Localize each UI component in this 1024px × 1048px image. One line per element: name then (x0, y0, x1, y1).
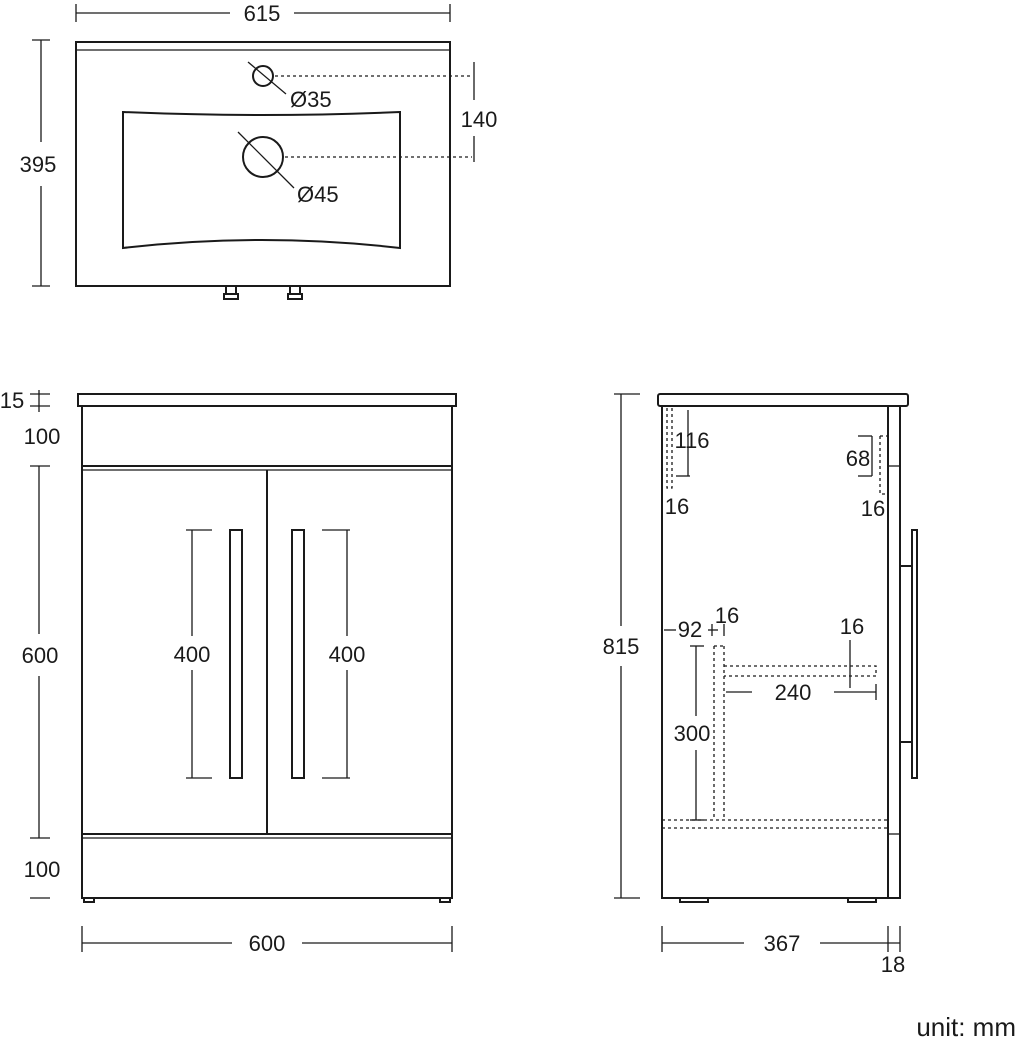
worktop-label: 15 (0, 388, 24, 413)
right-door-handle (291, 529, 305, 779)
unit-label: unit: mm (916, 1012, 1016, 1042)
cabinet-body (81, 405, 453, 899)
side-worktop (657, 393, 909, 407)
upright-offset-label: 92 (678, 617, 702, 642)
waste-hole (242, 136, 284, 178)
shelf-height-label: 300 (674, 721, 711, 746)
right-handle-label: 400 (329, 642, 366, 667)
hole-spacing-label: 140 (461, 107, 498, 132)
worktop (77, 393, 457, 407)
base-panel-hidden (662, 819, 888, 829)
back-rail-thickness-label: 16 (665, 494, 689, 519)
small-hole-leader (247, 61, 287, 95)
side-handle (911, 529, 918, 779)
side-view: 116 16 68 16 92 16 16 240 300 815 (603, 393, 918, 977)
side-door (887, 405, 901, 899)
shelf-hidden (724, 665, 877, 677)
waste-fitting-right-base (287, 293, 303, 300)
plinth-height-label: 100 (24, 857, 61, 882)
waste-fitting-left (225, 285, 237, 295)
basin-outline (75, 41, 451, 287)
side-foot-front (847, 897, 877, 903)
front-width-label: 600 (249, 931, 286, 956)
front-rail-hidden (879, 436, 888, 495)
front-rail-height-label: 68 (846, 446, 870, 471)
door-height-label: 600 (22, 643, 59, 668)
left-handle-label: 400 (174, 642, 211, 667)
large-hole-label: Ø45 (297, 182, 339, 207)
foot-left (83, 897, 95, 903)
back-rail-height-label: 116 (674, 428, 709, 453)
upright-hidden (713, 645, 725, 820)
top-width-label: 615 (244, 1, 281, 26)
front-rail-thickness-label: 16 (861, 496, 885, 521)
shelf-depth-label: 240 (775, 680, 812, 705)
top-view: 615 395 140 Ø35 Ø45 (20, 1, 498, 300)
back-rail-hidden (666, 408, 673, 489)
upright-thickness-label: 16 (715, 603, 739, 628)
small-hole-label: Ø35 (290, 87, 332, 112)
waste-fitting-right (289, 285, 301, 295)
side-foot-back (679, 897, 709, 903)
basin-bowl (122, 110, 401, 250)
side-depth-label: 367 (764, 931, 801, 956)
waste-fitting-left-base (223, 293, 239, 300)
side-height-label: 815 (603, 634, 640, 659)
left-door-handle (229, 529, 243, 779)
front-view: 400 400 15 100 600 100 600 (0, 388, 457, 956)
door-thickness-label: 18 (881, 952, 905, 977)
foot-right (439, 897, 451, 903)
top-depth-label: 395 (20, 152, 57, 177)
tap-hole (252, 65, 274, 87)
drawer-height-label: 100 (24, 424, 61, 449)
large-hole-leader (237, 131, 295, 189)
shelf-thickness-label: 16 (840, 614, 864, 639)
